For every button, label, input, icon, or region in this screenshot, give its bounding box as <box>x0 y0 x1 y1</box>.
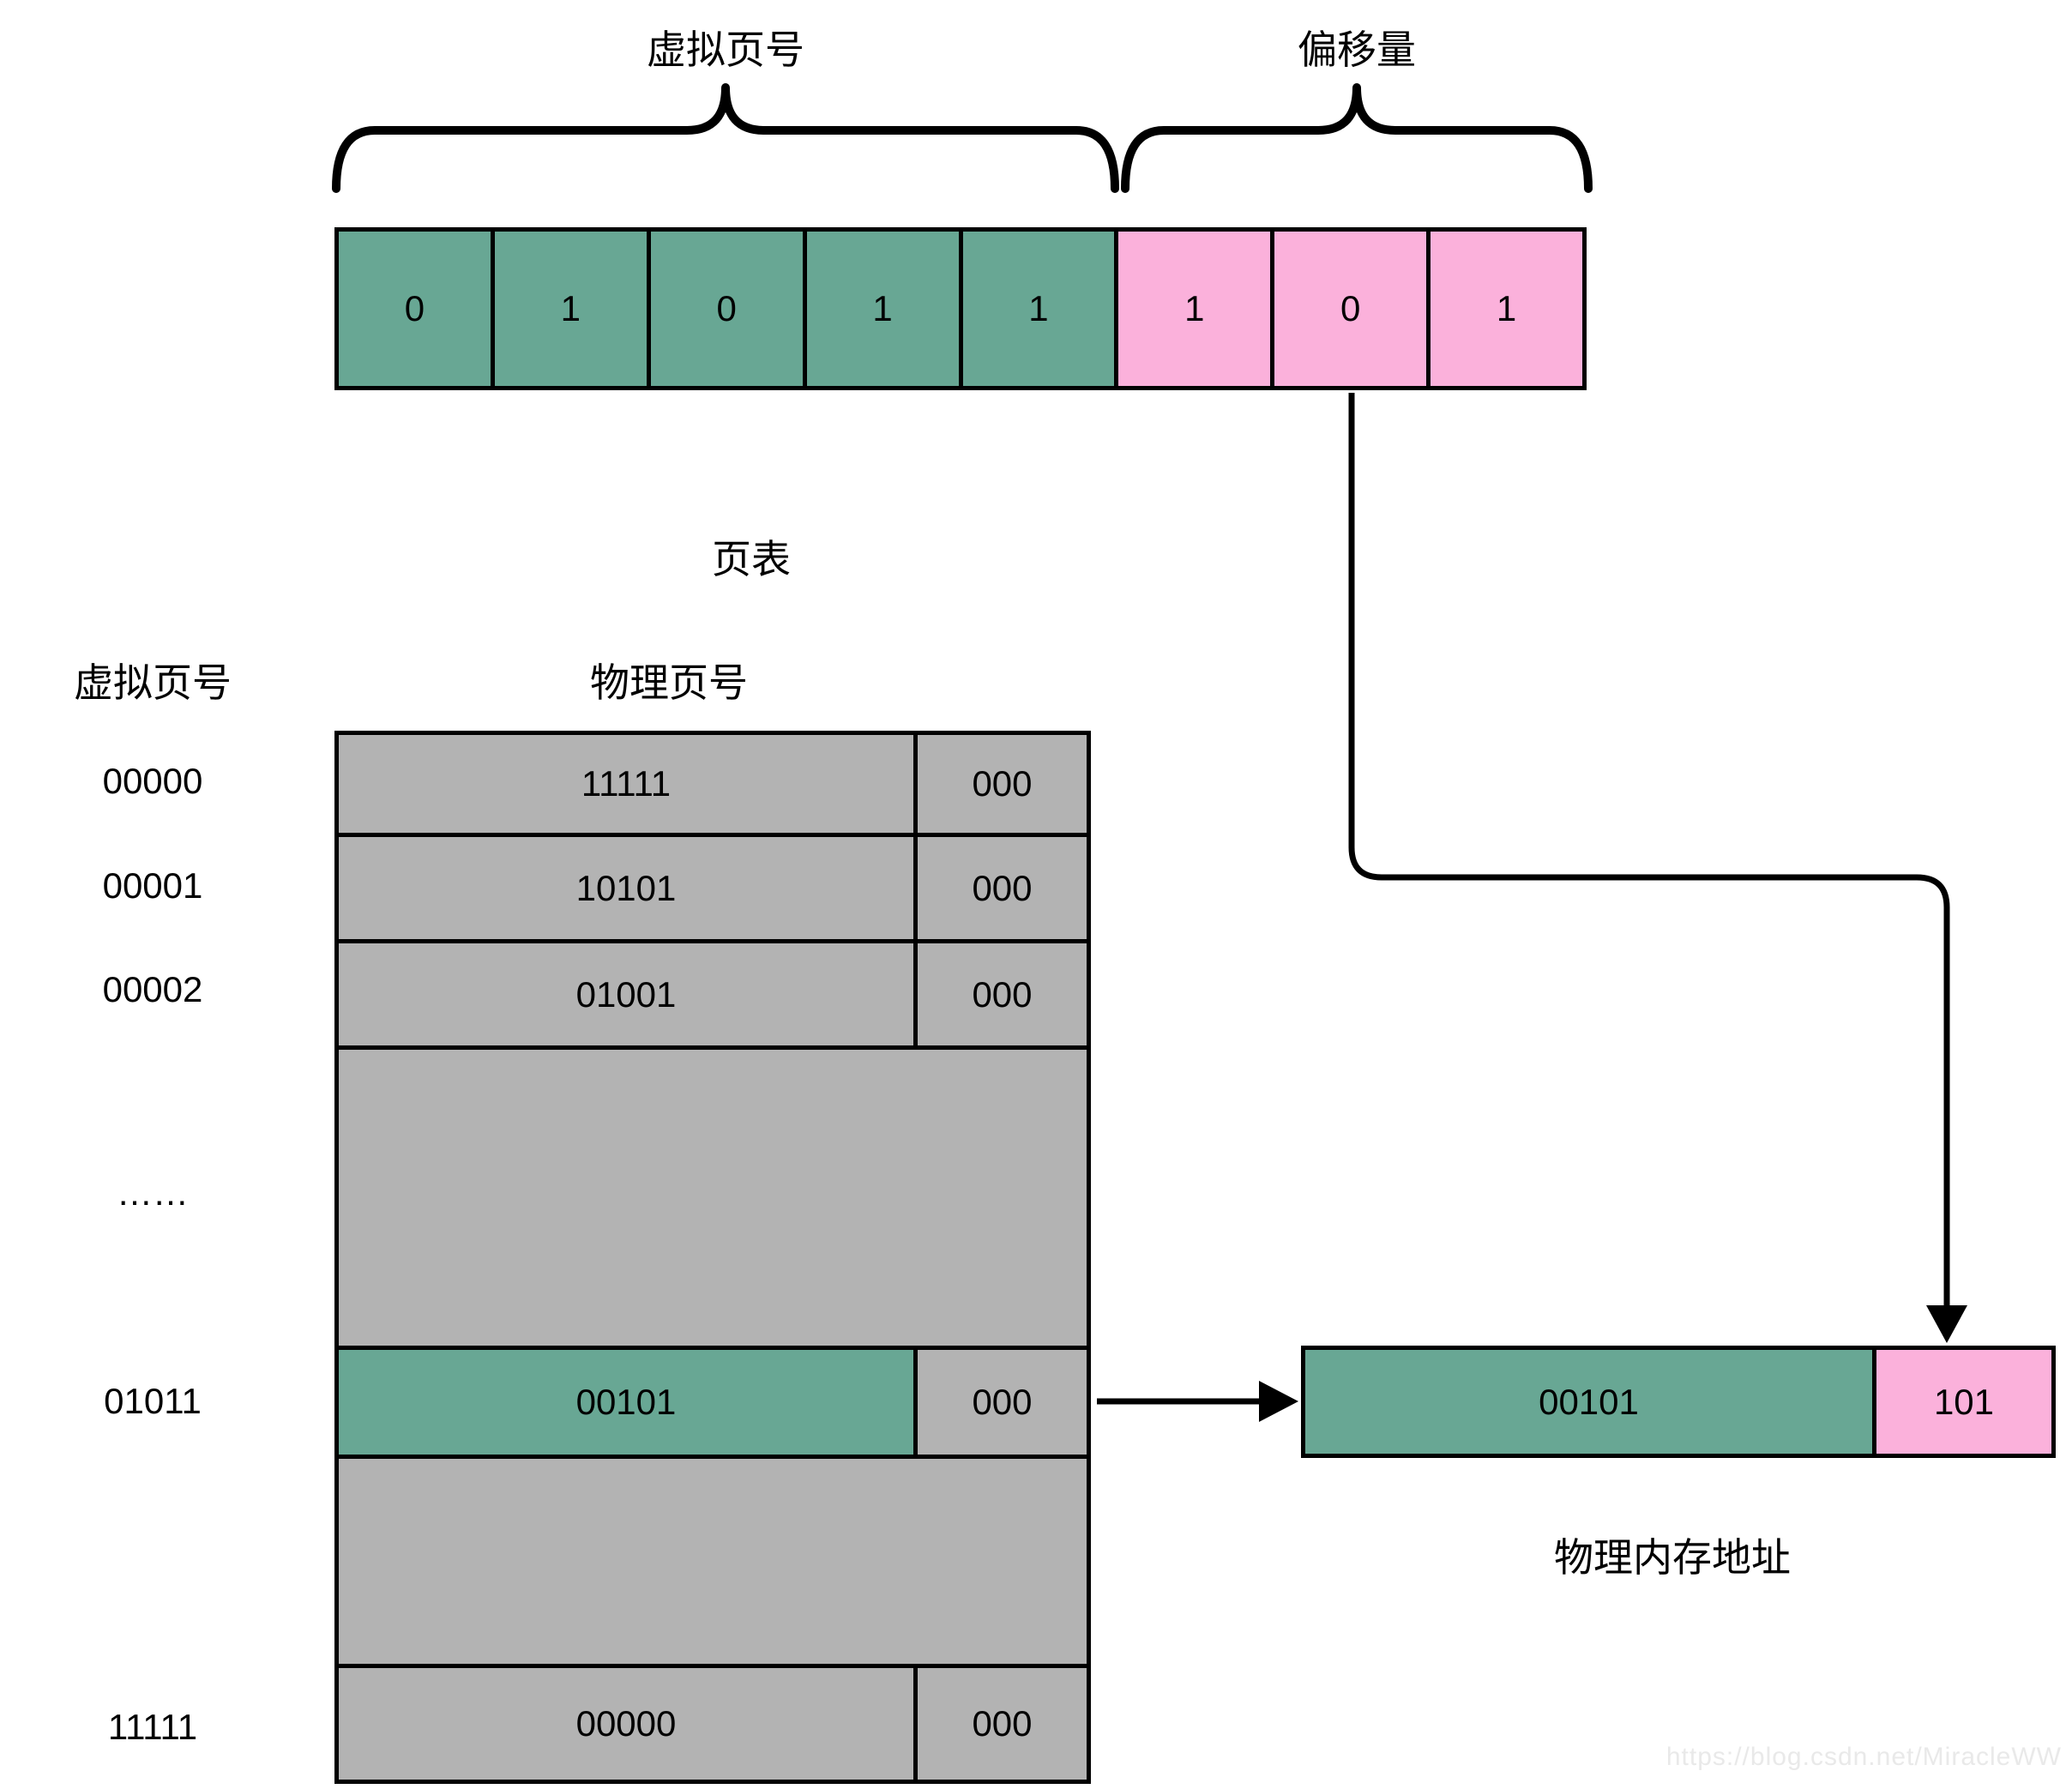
vpn-row-label: 00002 <box>102 969 203 1009</box>
ppn-cell-highlighted: 00101 <box>339 1350 913 1455</box>
offset-cell: 000 <box>913 735 1087 833</box>
page-table: 11111 000 10101 000 01001 000 00101 000 … <box>334 731 1091 1784</box>
vpn-bit-cell: 0 <box>339 232 491 386</box>
offset-bit-cell: 1 <box>1114 232 1271 386</box>
ppn-cell: 00000 <box>339 1668 913 1780</box>
physical-page-column-header: 物理页号 <box>590 660 748 705</box>
page-table-row-highlighted: 00101 000 <box>339 1346 1087 1455</box>
page-table-title: 页表 <box>712 537 791 581</box>
physical-address-label: 物理内存地址 <box>1554 1535 1791 1580</box>
offset-bit-cell: 0 <box>1270 232 1427 386</box>
ppn-cell: 10101 <box>339 837 913 939</box>
page-table-gap-row <box>339 1045 1087 1346</box>
ppn-cell: 11111 <box>339 735 913 833</box>
vpn-brace <box>332 83 1119 193</box>
vpn-row-label: 00001 <box>102 865 203 906</box>
physical-offset-segment: 101 <box>1872 1350 2051 1454</box>
offset-connector-arrowhead <box>1926 1305 1967 1343</box>
offset-cell: 000 <box>913 837 1087 939</box>
offset-cell: 000 <box>913 943 1087 1045</box>
virtual-page-column-header: 虚拟页号 <box>74 660 232 705</box>
page-table-row: 00000 000 <box>339 1664 1087 1780</box>
virtual-address-bit-row: 0 1 0 1 1 1 0 1 <box>334 227 1587 390</box>
physical-address-box: 00101 101 <box>1301 1346 2056 1458</box>
vpn-bit-cell: 1 <box>490 232 647 386</box>
vpn-bit-cell: 1 <box>802 232 959 386</box>
page-table-row: 01001 000 <box>339 939 1087 1045</box>
vpn-row-label: 01011 <box>104 1381 202 1421</box>
vpn-bit-cell: 0 <box>646 232 803 386</box>
page-table-gap-row <box>339 1455 1087 1664</box>
offset-label: 偏移量 <box>1298 27 1416 72</box>
pagetable-to-physical-arrowhead <box>1259 1381 1298 1422</box>
page-table-row: 10101 000 <box>339 833 1087 939</box>
vpn-row-label: 11111 <box>107 1707 198 1747</box>
offset-brace <box>1121 83 1593 193</box>
vpn-row-ellipsis-label: …… <box>117 1172 189 1213</box>
offset-cell: 000 <box>913 1668 1087 1780</box>
virtual-page-number-label: 虚拟页号 <box>647 27 804 72</box>
ppn-cell: 01001 <box>339 943 913 1045</box>
offset-cell: 000 <box>913 1350 1087 1455</box>
watermark: https://blog.csdn.net/MiracleWW <box>1665 1743 2062 1771</box>
page-table-row: 11111 000 <box>339 735 1087 833</box>
offset-bit-cell: 1 <box>1426 232 1582 386</box>
physical-ppn-segment: 00101 <box>1305 1350 1872 1454</box>
vpn-row-label: 00000 <box>102 761 203 801</box>
vpn-bit-cell: 1 <box>958 232 1115 386</box>
offset-connector-arrow <box>1348 393 1950 1310</box>
